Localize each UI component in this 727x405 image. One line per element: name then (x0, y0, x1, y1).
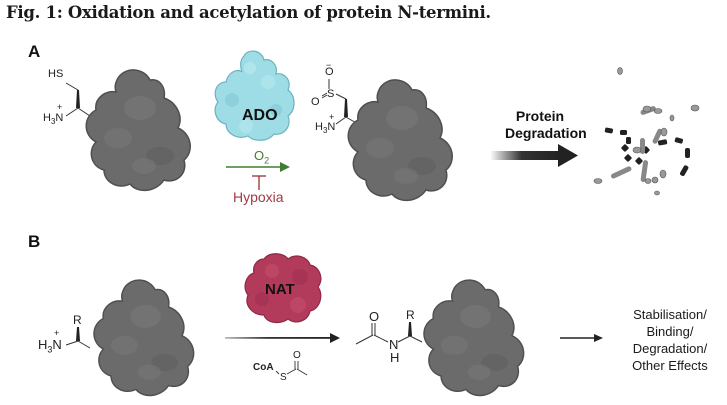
sulfinate-s: S (327, 88, 335, 100)
protein-icon-a1 (85, 69, 191, 192)
amine-label-a2: H3N (315, 121, 336, 136)
r-group-label-b1: R (73, 313, 82, 327)
outcome-stabilisation: Stabilisation/ (633, 307, 707, 322)
ado-enzyme-icon (214, 50, 295, 141)
sulfinate-charge: − (326, 60, 332, 70)
amine-charge-b: + (54, 328, 60, 338)
figure-title: Fig. 1: Oxidation and acetylation of pro… (6, 3, 491, 22)
nat-enzyme-icon (244, 253, 322, 324)
carbonyl-o-label: O (369, 309, 380, 324)
outcome-degradation: Degradation/ (632, 341, 708, 356)
hypoxia-label: Hypoxia (233, 189, 284, 205)
nat-label: NAT (265, 281, 295, 298)
amine-charge-a2: + (329, 112, 335, 122)
outcome-binding: Binding/ (646, 324, 694, 339)
thiol-label: HS (48, 68, 64, 80)
r-group-label-b2: R (406, 308, 415, 322)
outcome-other: Other Effects (632, 358, 708, 373)
panel-label-b: B (28, 232, 41, 251)
protein-icon-b2 (423, 279, 525, 397)
degradation-label: Protein Degradation (505, 108, 587, 141)
hydrogen-label: H (390, 350, 400, 365)
sulfinate-o: O (311, 96, 320, 108)
amine-charge-a: + (57, 102, 63, 112)
coa-s-label: S (280, 372, 287, 383)
nitrogen-label: N (389, 337, 399, 352)
protein-icon-b1 (93, 279, 195, 397)
panel-label-a: A (28, 42, 41, 61)
coa-label: CoA (253, 362, 274, 373)
ado-label: ADO (242, 107, 278, 124)
outcomes-list: Stabilisation/ Binding/ Degradation/ Oth… (615, 306, 725, 374)
protein-icon-a2 (347, 79, 453, 202)
amine-label-b: H3N (38, 337, 62, 355)
sulfinate-o-minus: O (325, 66, 334, 78)
oxygen-label: O2 (254, 148, 270, 166)
coa-o-label: O (293, 350, 301, 361)
amine-label-a: H3N (43, 112, 64, 127)
